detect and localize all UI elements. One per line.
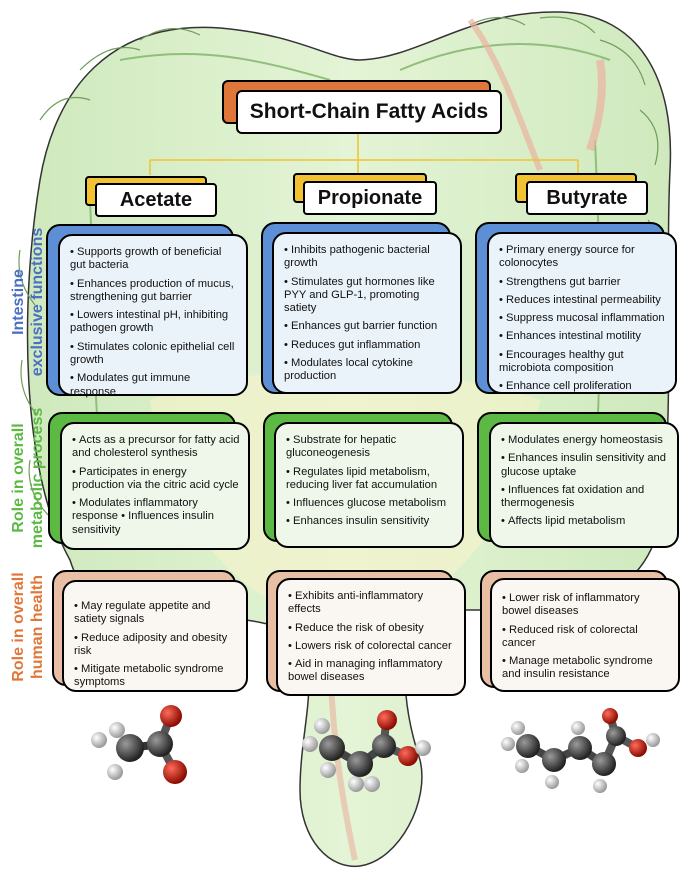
list-item: Reduces intestinal permeability [499,294,667,307]
list-item: Inhibits pathogenic bacterial growth [284,244,452,271]
panel-butyrate-health: Lower risk of inflammatory bowel disease… [490,578,680,692]
list-item: Acts as a precursor for fatty acid and c… [72,434,240,461]
category-label-line: exclusive functions [29,227,46,377]
list-item: Aid in managing inflammatory bowel disea… [288,658,456,685]
panel-propionate-intestine: Inhibits pathogenic bacterial growth Sti… [272,232,462,394]
list-item: Modulates local cytokine production [284,357,452,384]
panel-butyrate-metabolic: Modulates energy homeostasis Enhances in… [489,422,679,548]
list-item: Substrate for hepatic gluconeogenesis [286,434,454,461]
list-item: Primary energy source for colonocytes [499,244,667,271]
list-item: Enhances production of mucus, strengthen… [70,278,238,305]
list-item: Supports growth of beneficial gut bacter… [70,246,238,273]
list-item: Enhances insulin sensitivity and glucose… [501,452,669,479]
category-label-line: Role in overall [10,423,27,533]
list-item: Affects lipid metabolism [501,515,669,528]
list-item: Reduces gut inflammation [284,339,452,352]
list-item: Regulates lipid metabolism, reducing liv… [286,466,454,493]
acetate-molecule-icon [91,705,187,784]
category-label-line: human health [29,575,46,680]
list-item: Modulates inflammatory response • Influe… [72,497,240,537]
list-item: Participates in energy production via th… [72,466,240,493]
list-item: Encourages healthy gut microbiota compos… [499,349,667,376]
list-item: Suppress mucosal inflammation [499,312,667,325]
list-item: May regulate appetite and satiety signal… [74,600,238,627]
butyrate-molecule-icon [501,708,660,793]
list-item: Lowers intestinal pH, inhibiting pathoge… [70,309,238,336]
list-item: Modulates energy homeostasis [501,434,669,447]
list-item: Exhibits anti-inflammatory effects [288,590,456,617]
category-label-metabolic: Role in overall metabolic process [9,408,47,549]
panel-butyrate-intestine: Primary energy source for colonocytes St… [487,232,677,394]
list-item: Enhances intestinal motility [499,330,667,343]
list-item: Reduce the risk of obesity [288,622,456,635]
list-item: Lowers risk of colorectal cancer [288,640,456,653]
category-label-line: Intestine [10,269,27,335]
category-label-intestine: Intestine exclusive functions [9,228,47,377]
list-item: Strengthens gut barrier [499,276,667,289]
list-item: Stimulates colonic epithelial cell growt… [70,341,238,368]
propionate-molecule-icon [302,710,431,792]
panel-propionate-health: Exhibits anti-inflammatory effects Reduc… [276,578,466,696]
category-label-health: Role in overall human health [9,572,47,681]
list-item: Reduce adiposity and obesity risk [74,632,238,659]
category-label-line: metabolic process [29,407,46,549]
list-item: Modulates gut immune response [70,372,238,399]
panel-acetate-metabolic: Acts as a precursor for fatty acid and c… [60,422,250,550]
panel-propionate-metabolic: Substrate for hepatic gluconeogenesis Re… [274,422,464,548]
list-item: Enhances gut barrier function [284,320,452,333]
list-item: Influences fat oxidation and thermogenes… [501,484,669,511]
list-item: Mitigate metabolic syndrome symptoms [74,663,238,690]
list-item: Influences glucose metabolism [286,497,454,510]
list-item: Stimulates gut hormones like PYY and GLP… [284,276,452,316]
propionate-header: Propionate [303,181,437,215]
list-item: Enhances insulin sensitivity [286,515,454,528]
panel-acetate-intestine: Supports growth of beneficial gut bacter… [58,234,248,399]
list-item: Reduced risk of colorectal cancer [502,624,670,651]
panel-acetate-health: May regulate appetite and satiety signal… [62,580,248,692]
page-title: Short-Chain Fatty Acids [236,90,502,134]
list-item: Enhance cell proliferation [499,380,667,393]
butyrate-header: Butyrate [526,181,648,215]
category-label-line: Role in overall [10,572,27,682]
acetate-header: Acetate [95,183,217,217]
list-item: Lower risk of inflammatory bowel disease… [502,592,670,619]
list-item: Manage metabolic syndrome and insulin re… [502,655,670,682]
